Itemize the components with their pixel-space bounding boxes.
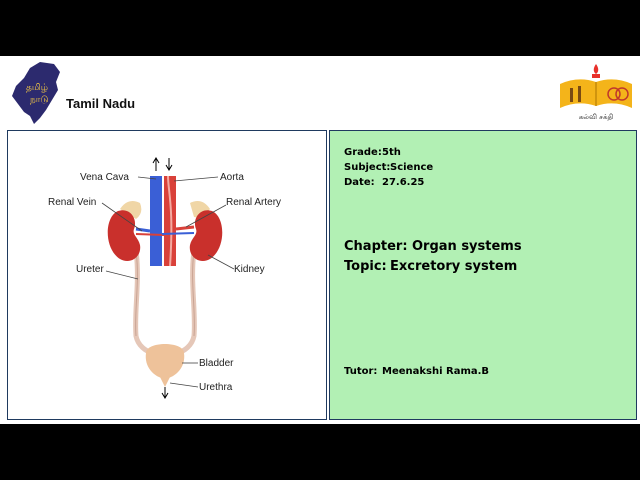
right-kidney	[189, 210, 223, 262]
left-adrenal-gland	[120, 201, 142, 219]
tutor-line: Tutor: Meenakshi Rama.B	[344, 366, 489, 377]
lesson-info-panel: Grade:5th Subject:Science Date: 27.6.25 C…	[329, 130, 637, 420]
subject-label: Subject:	[344, 162, 391, 173]
map-badge-text-1: தமிழ்	[26, 83, 48, 93]
chapter-value: Organ systems	[412, 239, 522, 254]
vena-cava	[150, 176, 162, 266]
label-aorta: Aorta	[220, 172, 244, 183]
right-renal-artery	[175, 225, 195, 231]
right-renal-vein	[161, 232, 195, 235]
up-arrow-icon	[152, 157, 160, 171]
label-renal-vein: Renal Vein	[48, 197, 96, 208]
label-kidney: Kidney	[234, 264, 265, 275]
aorta	[164, 176, 176, 266]
label-urethra: Urethra	[199, 382, 233, 393]
tamil-nadu-map-icon: தமிழ் நாடு	[12, 62, 60, 124]
kalvi-sakthi-logo: கல்வி சக்தி	[560, 64, 632, 121]
tutor-value: Meenakshi Rama.B	[382, 366, 490, 377]
map-badge-text-2: நாடு	[30, 95, 49, 105]
left-renal-artery	[135, 233, 165, 236]
label-vena-cava: Vena Cava	[80, 172, 129, 183]
left-ureter	[133, 250, 153, 356]
label-bladder: Bladder	[199, 358, 234, 369]
state-name-label: Tamil Nadu	[66, 96, 136, 111]
exit-arrow-icon	[161, 387, 169, 399]
right-ureter	[177, 250, 197, 356]
topic-value: Excretory system	[390, 259, 518, 274]
left-renal-vein	[135, 227, 151, 233]
logo-caption: கல்வி சக்தி	[579, 113, 614, 121]
date-label: Date:	[344, 177, 375, 188]
tutor-label: Tutor:	[344, 366, 378, 377]
urethra	[160, 377, 170, 387]
grade-label: Grade:	[344, 147, 382, 158]
left-kidney	[107, 210, 141, 262]
chapter-label: Chapter:	[344, 239, 408, 254]
topic-label: Topic:	[344, 259, 387, 274]
subject-value: Science	[390, 162, 434, 173]
lesson-meta: Grade:5th Subject:Science Date: 27.6.25	[344, 145, 433, 190]
down-arrow-icon	[165, 158, 173, 171]
label-ureter: Ureter	[76, 264, 104, 275]
excretory-system-diagram: Vena Cava Aorta Renal Vein Renal Artery …	[48, 157, 281, 399]
chapter-topic-block: Chapter: Organ systems Topic:Excretory sy…	[344, 237, 522, 277]
label-renal-artery: Renal Artery	[226, 197, 281, 208]
excretory-diagram-panel: Vena Cava Aorta Renal Vein Renal Artery …	[7, 130, 327, 420]
date-value: 27.6.25	[382, 177, 425, 188]
bladder	[145, 344, 185, 379]
grade-value: 5th	[382, 147, 401, 158]
